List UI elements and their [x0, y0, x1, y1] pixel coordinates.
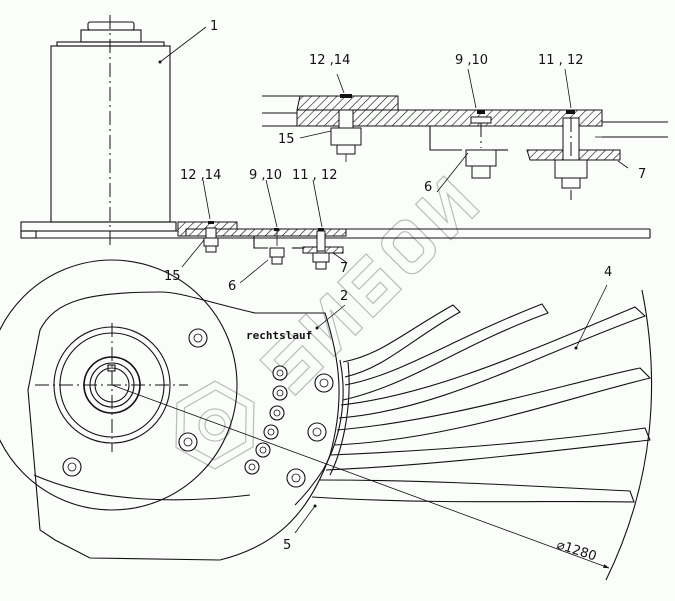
callout-6-side: 6 [228, 279, 236, 294]
callout-15-detail: 15 [278, 132, 295, 147]
watermark-letters [259, 175, 481, 397]
gearbox-side-view [20, 15, 651, 270]
callout-2: 2 [340, 289, 348, 304]
callout-1: 1 [210, 19, 218, 34]
callout-4: 4 [604, 265, 612, 280]
diameter-dimension: ⌀1280 [555, 538, 599, 565]
bolt-9-10-detail [465, 110, 497, 179]
callout-7-detail: 7 [638, 167, 646, 182]
hex-nut-logo-icon [175, 380, 255, 470]
callout-9-10-detail: 9 ,10 [455, 53, 488, 68]
callout-11-12-side: 11 , 12 [292, 168, 337, 183]
callout-15-side: 15 [164, 269, 181, 284]
bolt-12-14-side [203, 221, 219, 253]
callout-12-14-detail: 12 ,14 [309, 53, 350, 68]
mounting-holes [62, 328, 334, 488]
rotation-note: rechtslauf [246, 329, 312, 342]
bolt-11-12-side [312, 228, 330, 270]
leader-lines [111, 26, 629, 569]
callout-12-14-side: 12 ,14 [180, 168, 221, 183]
bolt-9-10-side [269, 228, 285, 265]
spreader-vanes [311, 303, 652, 503]
callout-6-detail: 6 [424, 180, 432, 195]
callout-7-side: 7 [340, 261, 348, 276]
callout-9-10-side: 9 ,10 [249, 168, 282, 183]
detail-section-view [262, 94, 668, 200]
bolt-12-14-detail [330, 94, 362, 162]
spreader-disc-plan-view [0, 259, 653, 581]
bolt-11-12-detail [554, 110, 588, 200]
callout-5: 5 [283, 538, 291, 553]
callout-labels: 1 12 ,14 9 ,10 11 , 12 15 6 7 12 ,14 9 ,… [164, 19, 646, 564]
watermark [175, 175, 481, 470]
callout-11-12-detail: 11 , 12 [538, 53, 583, 68]
